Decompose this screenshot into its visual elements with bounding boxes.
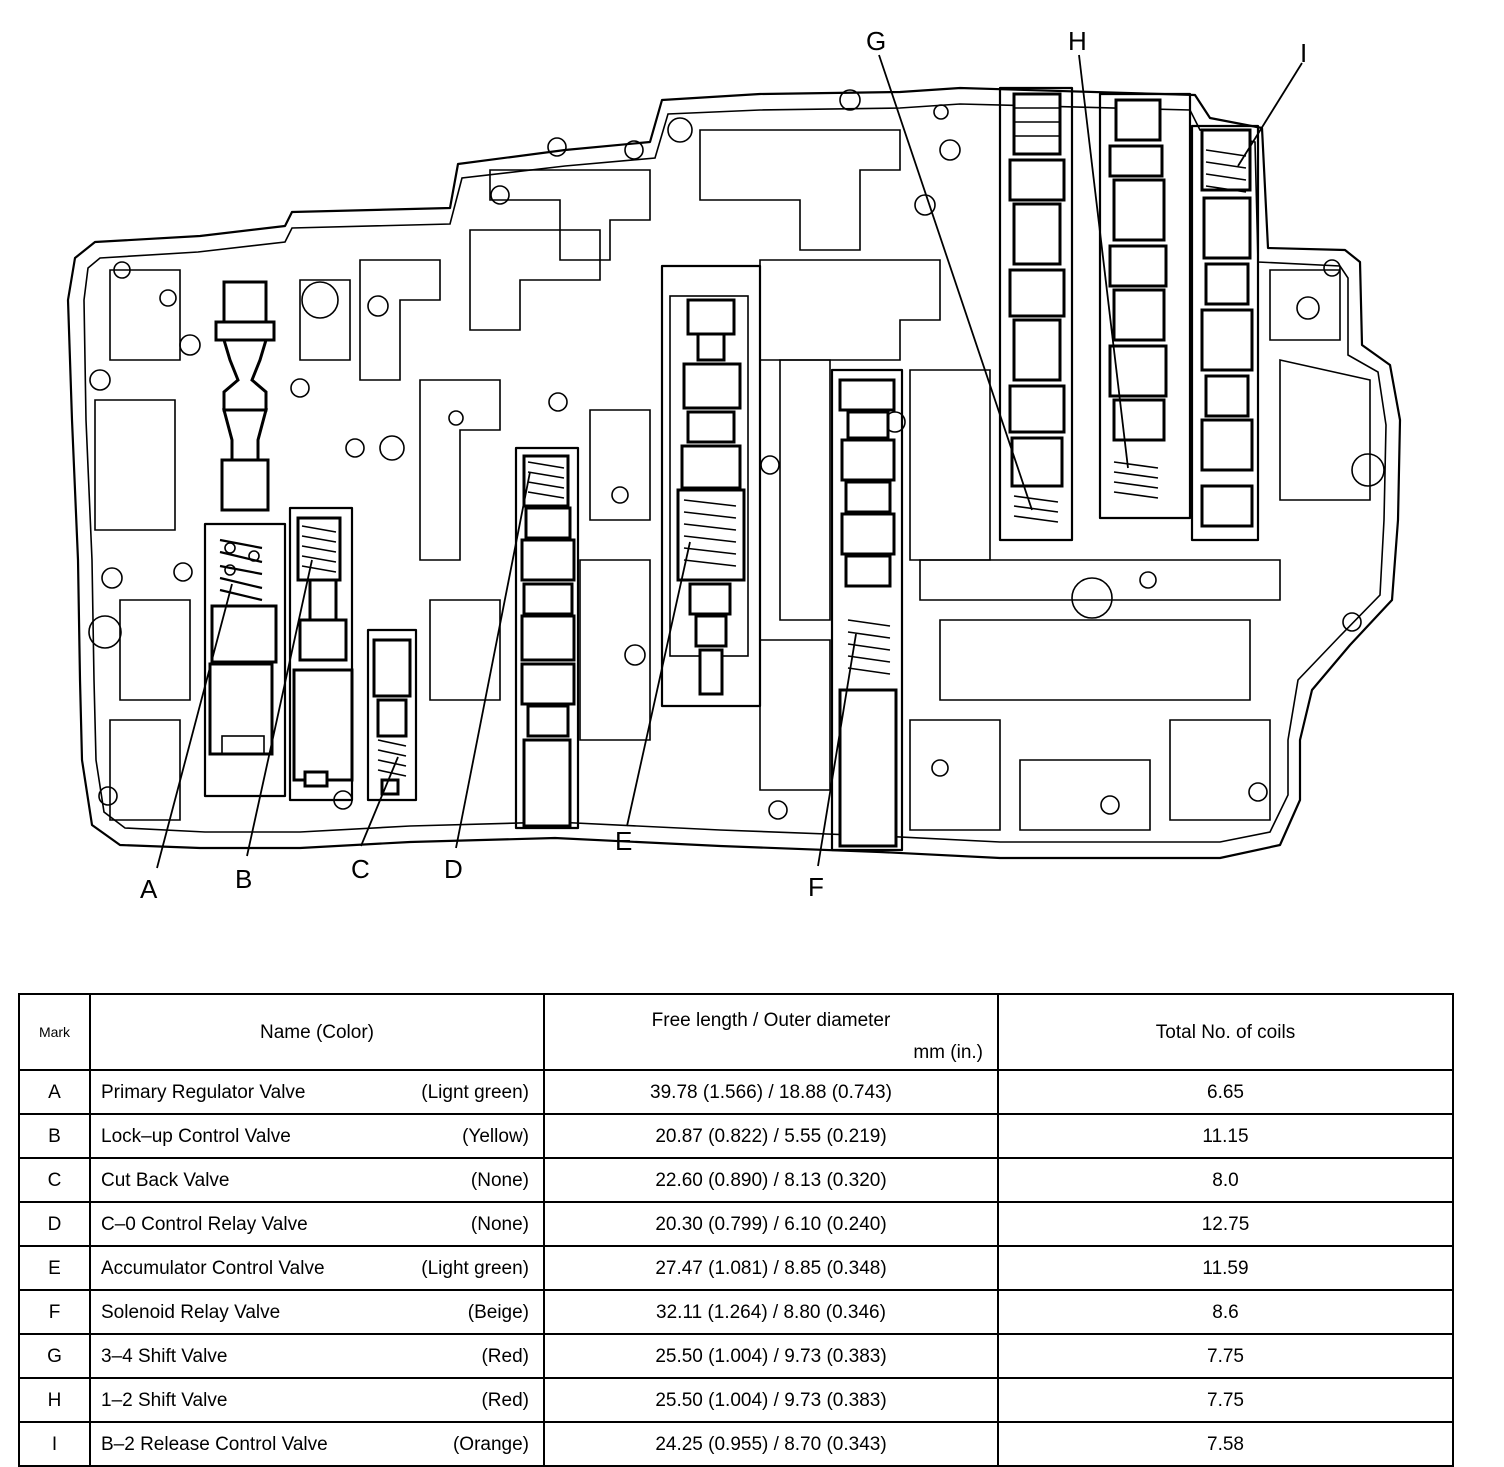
table-row: A Primary Regulator Valve (Lignt green) 39.… [18, 1069, 1454, 1115]
cell-spec: 22.60 (0.890) / 8.13 (0.320) [543, 1157, 999, 1203]
header-spec: Free length / Outer diameter mm (in.) [543, 993, 999, 1071]
cell-spec: 39.78 (1.566) / 18.88 (0.743) [543, 1069, 999, 1115]
valve-name: Cut Back Valve [101, 1169, 230, 1191]
cell-name: Solenoid Relay Valve (Beige) [89, 1289, 545, 1335]
valve-color: (Beige) [467, 1301, 529, 1323]
header-spec-line2: mm (in.) [913, 1042, 983, 1063]
cell-name: Cut Back Valve (None) [89, 1157, 545, 1203]
cell-name: 3–4 Shift Valve (Red) [89, 1333, 545, 1379]
cell-mark: F [18, 1289, 91, 1335]
cell-coils: 12.75 [997, 1201, 1454, 1247]
cell-name: Accumulator Control Valve (Light green) [89, 1245, 545, 1291]
cell-coils: 6.65 [997, 1069, 1454, 1115]
cell-coils: 7.75 [997, 1377, 1454, 1423]
valve-f [830, 368, 904, 852]
valve-a [203, 280, 287, 798]
valve-body-diagram: A B C D E F G H I [66, 26, 1402, 904]
spring-spec-table: Mark Name (Color) Free length / Outer di… [18, 993, 1454, 1467]
cell-spec: 25.50 (1.004) / 9.73 (0.383) [543, 1333, 999, 1379]
valve-name: Lock–up Control Valve [101, 1125, 291, 1147]
table-row: D C–0 Control Relay Valve (None) 20.30 (0.7… [18, 1201, 1454, 1247]
valve-h [1098, 92, 1192, 520]
valve-b [288, 506, 354, 802]
callout-c: C [351, 854, 370, 884]
valve-e [660, 264, 762, 708]
valve-name: 3–4 Shift Valve [101, 1345, 228, 1367]
cell-spec: 20.30 (0.799) / 6.10 (0.240) [543, 1201, 999, 1247]
cell-name: B–2 Release Control Valve (Orange) [89, 1421, 545, 1467]
callout-e: E [615, 826, 632, 856]
valve-d [514, 446, 580, 830]
table-row: C Cut Back Valve (None) 22.60 (0.890) / 8.1… [18, 1157, 1454, 1203]
valve-name: C–0 Control Relay Valve [101, 1213, 308, 1235]
cell-coils: 11.15 [997, 1113, 1454, 1159]
cell-mark: G [18, 1333, 91, 1379]
cell-mark: C [18, 1157, 91, 1203]
cell-name: C–0 Control Relay Valve (None) [89, 1201, 545, 1247]
header-mark: Mark [18, 993, 91, 1071]
cell-mark: A [18, 1069, 91, 1115]
cell-mark: H [18, 1377, 91, 1423]
valve-color: (Red) [481, 1345, 529, 1367]
valve-name: Primary Regulator Valve [101, 1081, 306, 1103]
cell-mark: E [18, 1245, 91, 1291]
cell-spec: 27.47 (1.081) / 8.85 (0.348) [543, 1245, 999, 1291]
cell-coils: 7.58 [997, 1421, 1454, 1467]
cell-coils: 7.75 [997, 1333, 1454, 1379]
valve-name: Solenoid Relay Valve [101, 1301, 281, 1323]
table-row: I B–2 Release Control Valve (Orange) 24.25 … [18, 1421, 1454, 1467]
cell-mark: I [18, 1421, 91, 1467]
cell-name: 1–2 Shift Valve (Red) [89, 1377, 545, 1423]
table-row: E Accumulator Control Valve (Light green) 2… [18, 1245, 1454, 1291]
cell-spec: 20.87 (0.822) / 5.55 (0.219) [543, 1113, 999, 1159]
valve-name: Accumulator Control Valve [101, 1257, 325, 1279]
valve-g [998, 86, 1074, 542]
cell-spec: 25.50 (1.004) / 9.73 (0.383) [543, 1377, 999, 1423]
table-row: G 3–4 Shift Valve (Red) 25.50 (1.004) / 9.7… [18, 1333, 1454, 1379]
cell-spec: 24.25 (0.955) / 8.70 (0.343) [543, 1421, 999, 1467]
cell-mark: D [18, 1201, 91, 1247]
callout-i: I [1300, 38, 1307, 68]
cell-coils: 8.0 [997, 1157, 1454, 1203]
valve-c [366, 628, 418, 802]
valve-color: (Yellow) [462, 1125, 529, 1147]
callout-b: B [235, 864, 252, 894]
valve-name: B–2 Release Control Valve [101, 1433, 328, 1455]
valve-color: (None) [470, 1169, 529, 1191]
valve-color: (Light green) [421, 1257, 529, 1279]
callout-g: G [866, 26, 886, 56]
table-row: B Lock–up Control Valve (Yellow) 20.87 (0.8… [18, 1113, 1454, 1159]
header-spec-line1: Free length / Outer diameter [651, 1010, 891, 1031]
cell-name: Lock–up Control Valve (Yellow) [89, 1113, 545, 1159]
valve-body-outline [66, 86, 1402, 860]
cell-mark: B [18, 1113, 91, 1159]
valve-color: (Lignt green) [421, 1081, 529, 1103]
table-row: F Solenoid Relay Valve (Beige) 32.11 (1.264… [18, 1289, 1454, 1335]
valve-color: (Orange) [452, 1433, 529, 1455]
valve-name: 1–2 Shift Valve [101, 1389, 228, 1411]
cell-name: Primary Regulator Valve (Lignt green) [89, 1069, 545, 1115]
table-header-row: Mark Name (Color) Free length / Outer di… [18, 993, 1454, 1071]
table-row: H 1–2 Shift Valve (Red) 25.50 (1.004) / 9.7… [18, 1377, 1454, 1423]
callout-f: F [808, 872, 824, 902]
valve-color: (None) [470, 1213, 529, 1235]
callout-a: A [140, 874, 158, 904]
callout-h: H [1068, 26, 1087, 56]
header-coils: Total No. of coils [997, 993, 1454, 1071]
callout-d: D [444, 854, 463, 884]
cell-coils: 8.6 [997, 1289, 1454, 1335]
cell-coils: 11.59 [997, 1245, 1454, 1291]
header-name: Name (Color) [89, 993, 545, 1071]
valve-color: (Red) [481, 1389, 529, 1411]
valve-i [1190, 124, 1260, 542]
cell-spec: 32.11 (1.264) / 8.80 (0.346) [543, 1289, 999, 1335]
